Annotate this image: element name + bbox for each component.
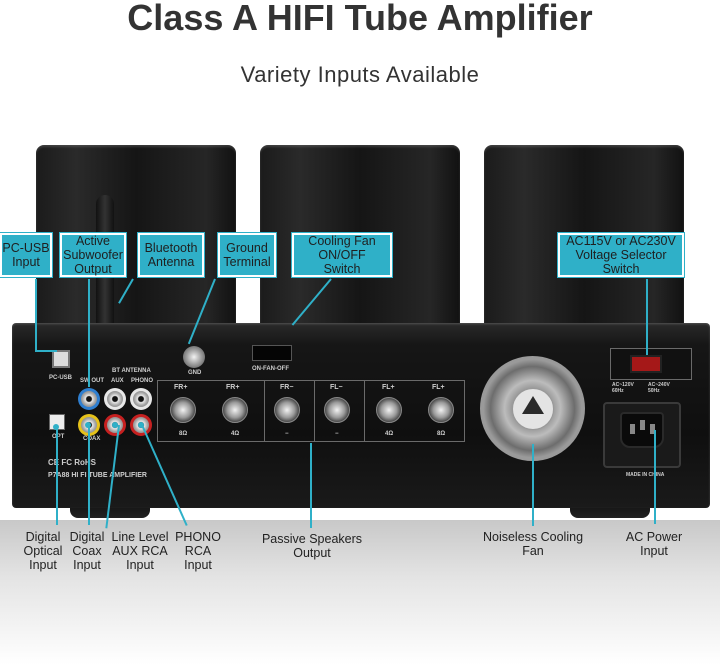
- silk-pc-usb: PC-USB: [49, 375, 73, 381]
- leader-dot-coax: [85, 422, 91, 428]
- voltage-selector-switch[interactable]: [630, 355, 662, 373]
- silk-certs: CE FC RoHS: [48, 458, 96, 467]
- power-pin: [650, 424, 655, 434]
- power-pin: [630, 424, 635, 434]
- fan-hub: [512, 388, 554, 430]
- silk-made-in: MADE IN CHINA: [626, 472, 665, 478]
- silk-dash-b: −: [335, 431, 339, 437]
- silk-ohm-4-b: 4Ω: [385, 431, 394, 437]
- speaker-terminal-fl-minus[interactable]: [324, 397, 350, 423]
- speaker-divider: [314, 380, 315, 442]
- label-aux: Line Level AUX RCA Input: [111, 530, 169, 572]
- silk-fl-plus-2: FL+: [432, 384, 445, 391]
- speaker-terminal-fr-plus-8[interactable]: [170, 397, 196, 423]
- speaker-terminal-fl-plus-4[interactable]: [376, 397, 402, 423]
- fan-switch[interactable]: [252, 345, 292, 361]
- label-fan: Noiseless Cooling Fan: [482, 530, 584, 558]
- callout-pc-usb: PC-USB Input: [0, 233, 52, 277]
- leader-dot-phono: [138, 422, 144, 428]
- silk-ohm-8-b: 8Ω: [437, 431, 446, 437]
- ground-terminal[interactable]: [183, 346, 205, 368]
- leader-fan: [532, 444, 534, 526]
- leader-dot-optical: [53, 424, 59, 430]
- silk-gnd: GND: [188, 370, 202, 376]
- label-coax: Digital Coax Input: [69, 530, 105, 572]
- label-ac-power: AC Power Input: [625, 530, 683, 558]
- silk-dash-a: −: [285, 431, 289, 437]
- callout-ground: Ground Terminal: [218, 233, 276, 277]
- speaker-divider: [264, 380, 265, 442]
- silk-fan-switch: ON-FAN-OFF: [252, 366, 289, 372]
- silk-bt-antenna: BT ANTENNA: [112, 368, 151, 374]
- amplifier-chassis: [12, 323, 710, 508]
- silk-ohm-4-a: 4Ω: [231, 431, 240, 437]
- speaker-terminal-panel: [157, 380, 465, 442]
- silk-phono: PHONO: [131, 378, 154, 384]
- silk-fl-minus: FL−: [330, 384, 343, 391]
- page-subtitle: Variety Inputs Available: [240, 62, 480, 87]
- silk-opt: OPT: [52, 434, 65, 440]
- speaker-terminal-fr-minus[interactable]: [274, 397, 300, 423]
- leader-pc-usb: [35, 350, 57, 352]
- leader-subwoofer: [88, 279, 90, 387]
- silk-ohm-8-a: 8Ω: [179, 431, 188, 437]
- leader-pc-usb: [35, 279, 37, 351]
- leader-dot-aux: [112, 422, 118, 428]
- silk-fr-minus: FR−: [280, 384, 294, 391]
- leader-ac-power: [654, 430, 656, 524]
- speaker-terminal-fl-plus-8[interactable]: [428, 397, 454, 423]
- label-speakers: Passive Speakers Output: [261, 532, 363, 560]
- callout-bluetooth: Bluetooth Antenna: [138, 233, 204, 277]
- phono-left-jack[interactable]: [133, 391, 149, 407]
- power-pin: [640, 420, 645, 430]
- aux-left-jack[interactable]: [107, 391, 123, 407]
- silk-voltage-230: AC~240V 50Hz: [648, 382, 670, 394]
- label-phono: PHONO RCA Input: [175, 530, 221, 572]
- callout-voltage: AC115V or AC230V Voltage Selector Switch: [558, 233, 684, 277]
- leader-optical: [56, 425, 58, 525]
- speaker-divider: [364, 380, 365, 442]
- ac-power-socket[interactable]: [620, 412, 664, 448]
- subwoofer-rca-jack[interactable]: [81, 391, 97, 407]
- silk-model: P7A88 HI FI TUBE AMPLIFIER: [48, 472, 147, 479]
- floor-reflection: [0, 520, 720, 665]
- silk-sub-out: SW OUT: [80, 378, 104, 384]
- pc-usb-port[interactable]: [52, 350, 70, 368]
- page-title: Class A HIFI Tube Amplifier: [127, 0, 593, 38]
- silk-coax: COAX: [83, 436, 101, 442]
- silk-fr-plus-2: FR+: [226, 384, 240, 391]
- callout-subwoofer: Active Subwoofer Output: [60, 233, 126, 277]
- leader-speakers: [310, 443, 312, 528]
- leader-coax: [88, 425, 90, 525]
- speaker-terminal-fr-plus-4[interactable]: [222, 397, 248, 423]
- warning-triangle-icon: [522, 396, 544, 414]
- leader-voltage: [646, 279, 648, 355]
- callout-fan-switch: Cooling Fan ON/OFF Switch: [292, 233, 392, 277]
- silk-voltage-115: AC~120V 60Hz: [612, 382, 634, 394]
- silk-aux: AUX: [111, 378, 124, 384]
- label-optical: Digital Optical Input: [23, 530, 63, 572]
- silk-fl-plus-1: FL+: [382, 384, 395, 391]
- silk-fr-plus-1: FR+: [174, 384, 188, 391]
